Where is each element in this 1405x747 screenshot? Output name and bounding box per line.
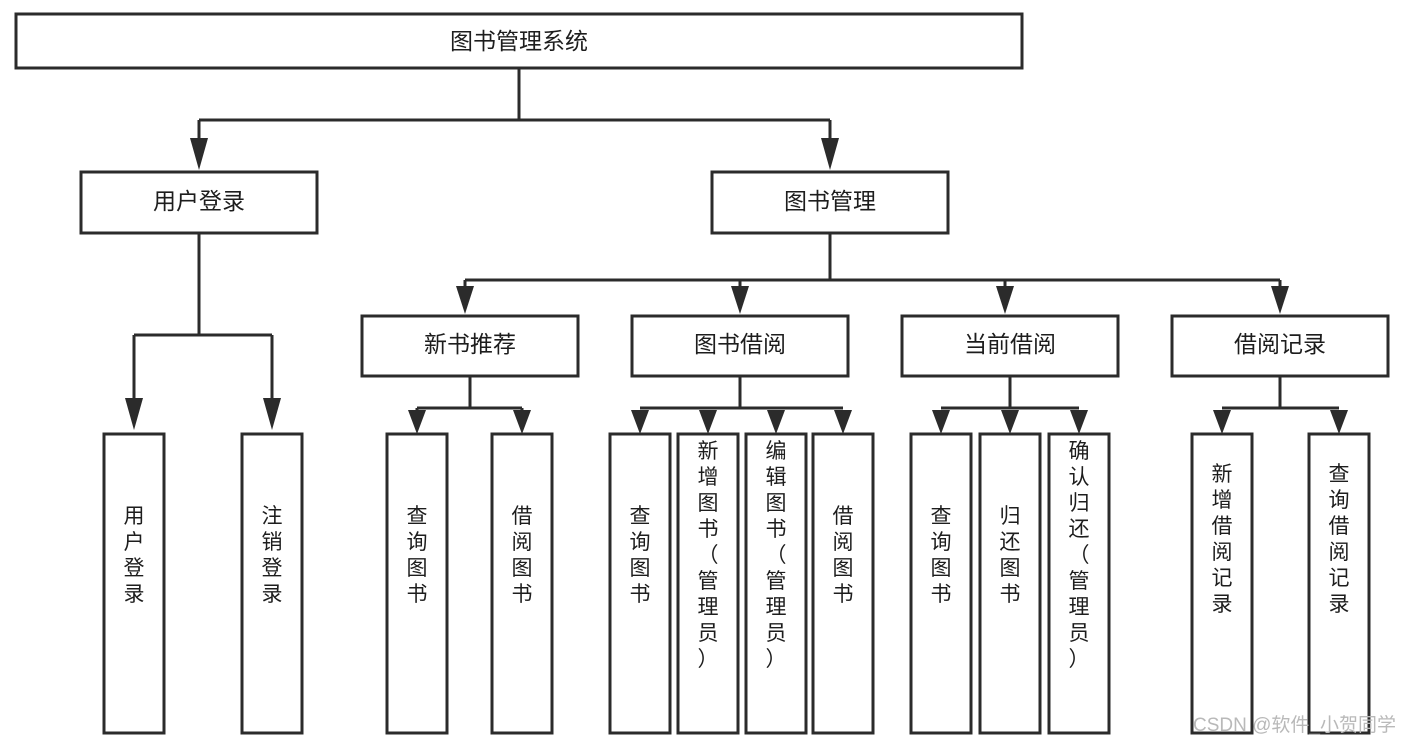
node-leaf-add-book-box[interactable]: [676, 432, 740, 735]
node-borrow-record-label: 借阅记录: [1234, 331, 1326, 357]
node-leaf-query-book-2[interactable]: 查询图书: [608, 432, 672, 735]
node-user-login[interactable]: 用户登录: [79, 170, 319, 235]
node-leaf-user-login-box[interactable]: [102, 432, 166, 735]
node-root-label: 图书管理系统: [450, 28, 588, 54]
arrow-head-leaf-edit-book: [767, 410, 785, 434]
node-leaf-query-book-1-box[interactable]: [385, 432, 449, 735]
node-leaf-borrow-book-1[interactable]: 借阅图书: [490, 432, 554, 735]
node-leaf-query-book-3[interactable]: 查询图书: [909, 432, 973, 735]
node-leaf-logout[interactable]: 注销登录: [240, 432, 304, 735]
connector-layer: [125, 68, 1348, 434]
node-leaf-add-record[interactable]: 新增借阅记录: [1190, 432, 1254, 735]
node-leaf-query-book-1-label: 查询图书: [407, 505, 428, 606]
node-leaf-query-book-2-box[interactable]: [608, 432, 672, 735]
arrow-head-book-manage: [821, 138, 839, 170]
node-leaf-user-login-label: 用户登录: [124, 505, 145, 606]
node-current-borrow[interactable]: 当前借阅: [900, 314, 1120, 378]
node-leaf-add-book[interactable]: 新增图书（管理员）: [676, 432, 740, 735]
node-leaf-confirm-return[interactable]: 确认归还（管理员）: [1047, 432, 1111, 735]
node-book-manage-label: 图书管理: [784, 188, 876, 214]
node-leaf-query-book-1[interactable]: 查询图书: [385, 432, 449, 735]
node-leaf-logout-label: 注销登录: [262, 505, 283, 606]
node-leaf-borrow-book-2-label: 借阅图书: [833, 505, 854, 606]
node-leaf-edit-book[interactable]: 编辑图书（管理员）: [744, 432, 808, 735]
node-leaf-return-book-box[interactable]: [978, 432, 1042, 735]
arrow-head-leaf-user-login: [125, 398, 143, 430]
node-root[interactable]: 图书管理系统: [14, 12, 1024, 70]
node-new-book-recommend-label: 新书推荐: [424, 331, 516, 357]
arrow-head-user-login: [190, 138, 208, 170]
node-leaf-return-book-label: 归还图书: [1000, 505, 1021, 606]
arrow-head-leaf-query-record: [1330, 410, 1348, 434]
node-borrow-record[interactable]: 借阅记录: [1170, 314, 1390, 378]
node-book-borrow[interactable]: 图书借阅: [630, 314, 850, 378]
csdn-watermark: CSDN @软件_小贺同学: [1193, 714, 1396, 736]
node-book-borrow-label: 图书借阅: [694, 331, 786, 357]
node-leaf-borrow-book-2-box[interactable]: [811, 432, 875, 735]
node-leaf-add-record-label: 新增借阅记录: [1212, 463, 1233, 616]
node-root-box[interactable]: [14, 12, 1024, 70]
arrow-head-leaf-query-book-2: [631, 410, 649, 434]
node-user-login-box[interactable]: [79, 170, 319, 235]
arrow-head-new-book-recommend: [456, 286, 474, 314]
node-leaf-borrow-book-1-box[interactable]: [490, 432, 554, 735]
arrow-head-leaf-logout: [263, 398, 281, 430]
node-current-borrow-box[interactable]: [900, 314, 1120, 378]
arrow-head-leaf-confirm-return: [1070, 410, 1088, 434]
arrow-head-leaf-add-book: [699, 410, 717, 434]
arrow-head-leaf-query-book-3: [932, 410, 950, 434]
node-current-borrow-label: 当前借阅: [964, 331, 1056, 357]
node-user-login-label: 用户登录: [153, 188, 245, 214]
arrow-head-leaf-add-record: [1213, 410, 1231, 434]
node-leaf-confirm-return-box[interactable]: [1047, 432, 1111, 735]
node-leaf-query-book-2-label: 查询图书: [630, 505, 651, 606]
arrow-head-book-borrow: [731, 286, 749, 314]
node-book-manage[interactable]: 图书管理: [710, 170, 950, 235]
node-leaf-query-record-box[interactable]: [1307, 432, 1371, 735]
node-new-book-recommend[interactable]: 新书推荐: [360, 314, 580, 378]
node-new-book-recommend-box[interactable]: [360, 314, 580, 378]
arrow-head-borrow-record: [1271, 286, 1289, 314]
node-leaf-edit-book-box[interactable]: [744, 432, 808, 735]
arrow-head-leaf-return-book: [1001, 410, 1019, 434]
arrow-head-leaf-query-book-1: [408, 410, 426, 434]
node-leaf-return-book[interactable]: 归还图书: [978, 432, 1042, 735]
node-leaf-borrow-book-1-label: 借阅图书: [512, 505, 533, 606]
node-leaf-add-record-box[interactable]: [1190, 432, 1254, 735]
node-book-borrow-box[interactable]: [630, 314, 850, 378]
node-leaf-logout-box[interactable]: [240, 432, 304, 735]
arrow-head-leaf-borrow-book-1: [513, 410, 531, 434]
node-leaf-borrow-book-2[interactable]: 借阅图书: [811, 432, 875, 735]
node-leaf-query-record[interactable]: 查询借阅记录: [1307, 432, 1371, 735]
node-leaf-query-record-label: 查询借阅记录: [1329, 463, 1350, 616]
node-borrow-record-box[interactable]: [1170, 314, 1390, 378]
arrow-head-leaf-borrow-book-2: [834, 410, 852, 434]
arrow-head-current-borrow: [996, 286, 1014, 314]
node-book-manage-box[interactable]: [710, 170, 950, 235]
node-leaf-edit-book-label: 编辑图书（管理员）: [766, 440, 787, 671]
node-leaf-user-login[interactable]: 用户登录: [102, 432, 166, 735]
node-leaf-confirm-return-label: 确认归还（管理员）: [1069, 440, 1090, 671]
node-leaf-query-book-3-box[interactable]: [909, 432, 973, 735]
node-leaf-add-book-label: 新增图书（管理员）: [698, 440, 719, 671]
node-leaf-query-book-3-label: 查询图书: [931, 505, 952, 606]
